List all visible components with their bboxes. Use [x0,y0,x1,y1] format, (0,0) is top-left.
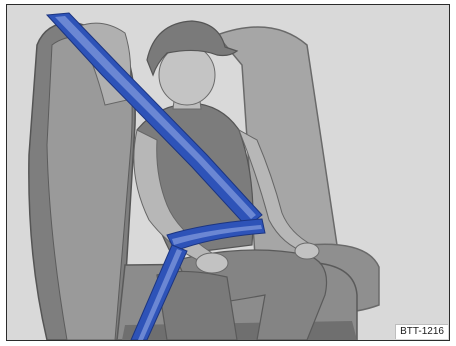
child-head [159,45,215,105]
illustration-frame: BTT-1216 [6,4,450,341]
child-seat-belt-illustration [7,5,449,340]
hand-right [295,243,319,259]
figure-code-label: BTT-1216 [395,324,448,339]
hand-left [196,253,228,273]
